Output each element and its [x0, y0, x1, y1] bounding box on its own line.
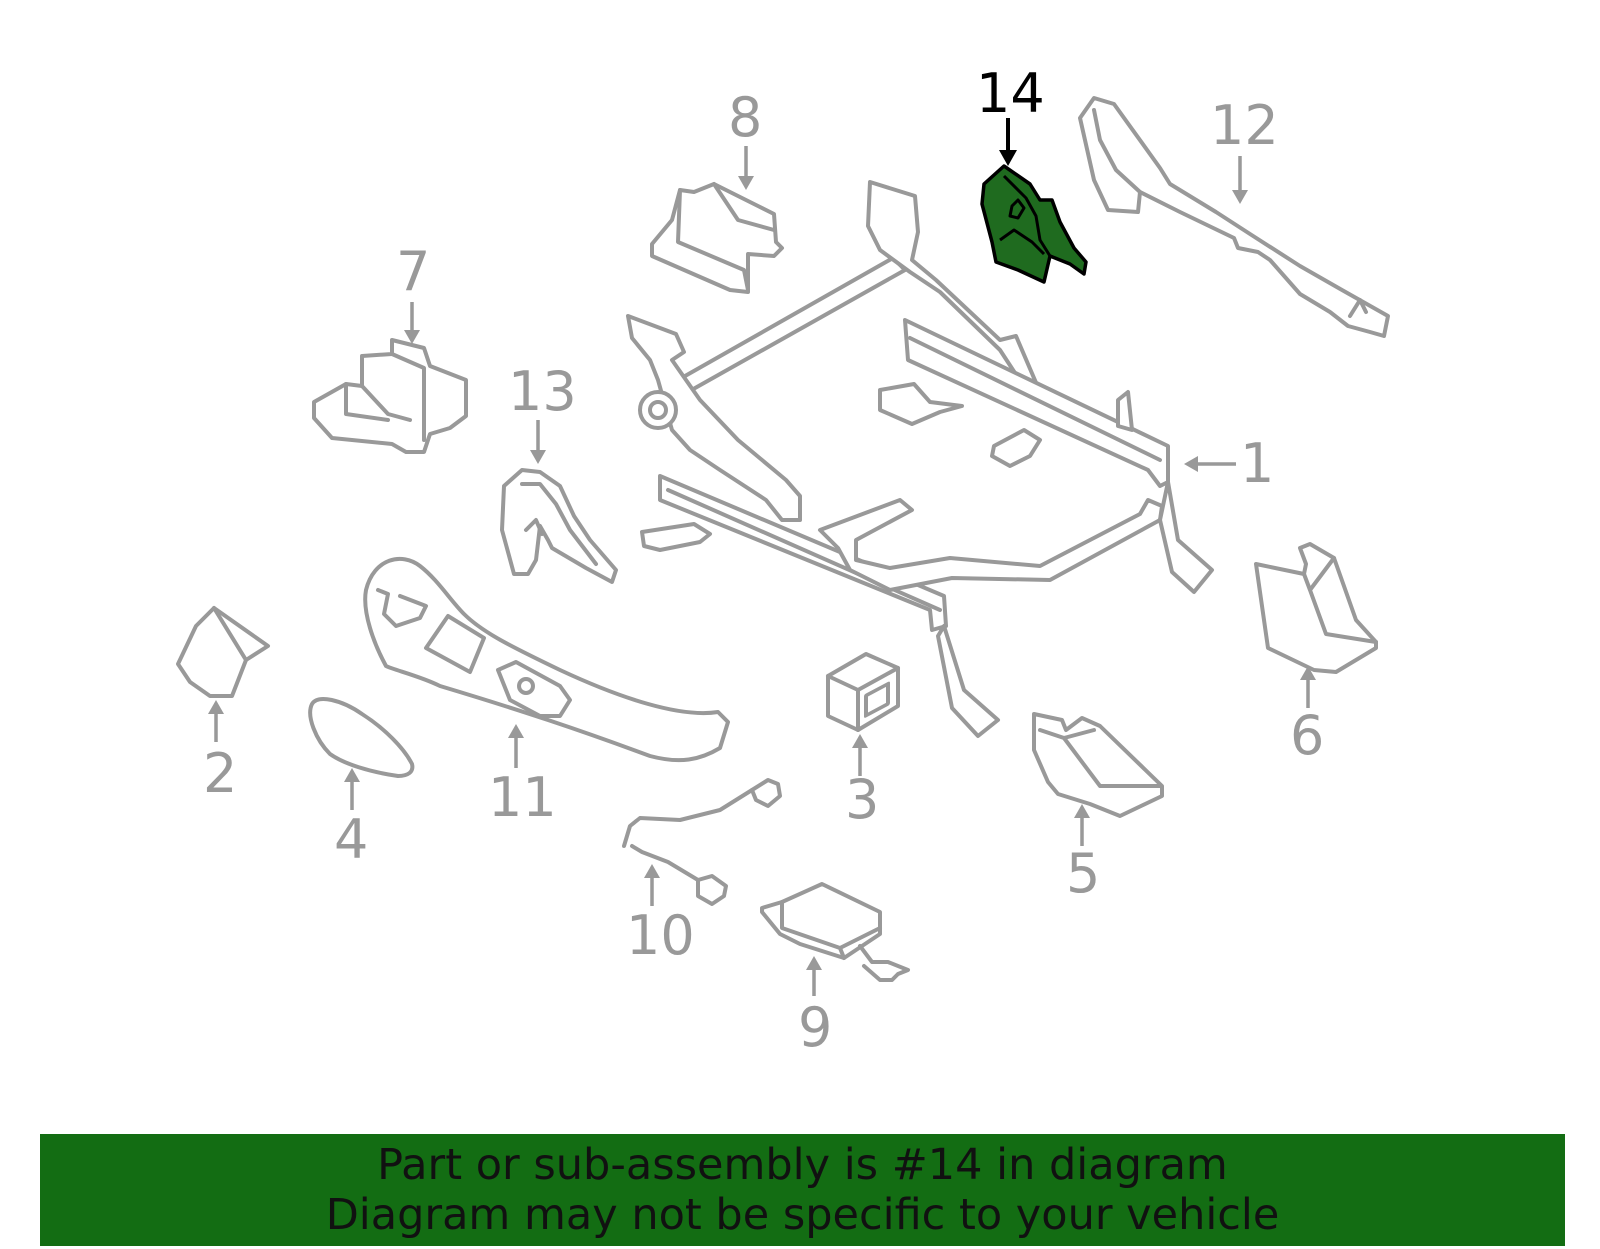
part-10-wire-harness[interactable] — [622, 778, 782, 906]
callout-8[interactable]: 8 — [728, 86, 762, 149]
callout-2[interactable]: 2 — [203, 742, 237, 805]
part-9-module[interactable] — [760, 882, 910, 982]
callout-14-highlighted[interactable]: 14 — [976, 62, 1045, 125]
part-5-cover[interactable] — [1032, 712, 1164, 818]
callout-4[interactable]: 4 — [334, 808, 368, 871]
part-1-seat-frame[interactable] — [626, 180, 1214, 738]
part-12-track-cover[interactable] — [1078, 96, 1390, 338]
part-2-cover[interactable] — [176, 606, 270, 698]
banner-line-2: Diagram may not be specific to your vehi… — [325, 1190, 1280, 1240]
part-13-bracket[interactable] — [500, 468, 618, 584]
callout-1[interactable]: 1 — [1240, 432, 1274, 495]
callout-11[interactable]: 11 — [488, 766, 557, 829]
info-banner: Part or sub-assembly is #14 in diagram D… — [40, 1134, 1565, 1246]
callout-6[interactable]: 6 — [1290, 704, 1324, 767]
part-6-shield[interactable] — [1254, 542, 1378, 674]
callout-13[interactable]: 13 — [508, 360, 577, 423]
part-8-bracket[interactable] — [650, 182, 784, 294]
part-3-switch[interactable] — [826, 652, 900, 732]
callout-12[interactable]: 12 — [1210, 94, 1279, 157]
callout-labels: 1 2 3 4 5 6 7 8 9 10 11 12 13 14 — [203, 62, 1324, 1059]
part-11-side-shield[interactable] — [363, 556, 730, 763]
banner-line-1: Part or sub-assembly is #14 in diagram — [377, 1140, 1228, 1190]
callout-7[interactable]: 7 — [396, 240, 430, 303]
callout-arrows — [208, 118, 1316, 996]
callout-5[interactable]: 5 — [1066, 842, 1100, 905]
part-14-highlighted-bracket[interactable] — [980, 164, 1088, 284]
callout-9[interactable]: 9 — [798, 996, 832, 1059]
callout-10[interactable]: 10 — [626, 904, 695, 967]
callout-3[interactable]: 3 — [845, 768, 879, 831]
part-4-trim-cover[interactable] — [308, 697, 415, 778]
part-7-bracket[interactable] — [312, 338, 468, 454]
